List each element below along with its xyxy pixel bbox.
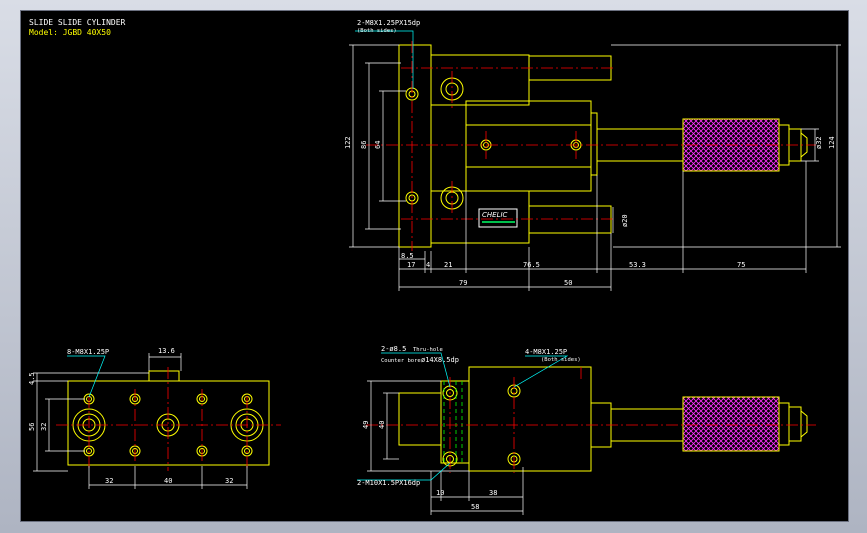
dim-58: 58 [471, 503, 479, 511]
top-guide-block-upper [430, 54, 530, 106]
end-center-lines [56, 367, 281, 471]
technical-drawing: CHELIC [28, 19, 841, 515]
dim-4: 4 [426, 261, 430, 269]
end-dimension-lines [33, 353, 248, 489]
cad-drawing-viewport[interactable]: SLIDE SLIDE CYLINDER Model: JGBD 40X50 [20, 10, 849, 522]
side-note-m8-sub: (Both sides) [541, 357, 581, 363]
dim-4-5: 4.5 [28, 372, 36, 385]
dim-32-left: 32 [105, 477, 113, 485]
brand-label: CHELIC [482, 211, 508, 219]
side-note-counter-bore: Counter bore [381, 358, 421, 364]
top-view [398, 44, 808, 248]
dim-dia-20: ø20 [621, 214, 629, 227]
side-end-plate [398, 392, 442, 446]
dim-76-5: 76.5 [523, 261, 540, 269]
dim-10: 10 [436, 489, 444, 497]
dim-40: 40 [164, 477, 172, 485]
dim-dia-32: ø32 [815, 136, 823, 149]
dim-50: 50 [564, 279, 572, 287]
side-note-thru-sub: Thru-hole [413, 347, 443, 353]
side-note-m8: 4-M8X1.25P [525, 348, 567, 356]
side-center-lines [366, 367, 816, 473]
dim-49: 49 [362, 421, 370, 429]
dim-75: 75 [737, 261, 745, 269]
end-note-thread: 8-M8X1.25P [67, 348, 109, 356]
end-body [67, 380, 270, 466]
dim-13-6: 13.6 [158, 347, 175, 355]
side-dimension-lines [357, 352, 569, 515]
dim-38: 38 [489, 489, 497, 497]
dim-53-3: 53.3 [629, 261, 646, 269]
dim-86: 86 [360, 141, 368, 149]
dim-17: 17 [407, 261, 415, 269]
dim-64: 64 [374, 141, 382, 149]
side-note-thru-hole: 2-ø8.5 [381, 345, 406, 353]
drawing-model: Model: JGBD 40X50 [29, 28, 111, 37]
dim-122: 122 [344, 136, 352, 149]
top-dimension-lines [349, 30, 841, 291]
dim-21: 21 [444, 261, 452, 269]
side-body [468, 366, 592, 472]
side-note-counter-dim: ø14X8.5dp [421, 356, 459, 364]
side-knurled-stopper [682, 396, 780, 452]
dim-79: 79 [459, 279, 467, 287]
top-center-lines [366, 41, 816, 251]
top-cylinder-body [465, 100, 592, 192]
top-note-thread-sub: (Both sides) [357, 28, 397, 34]
side-view [398, 366, 808, 472]
dim-32-right: 32 [225, 477, 233, 485]
dim-124: 124 [828, 136, 836, 149]
dim-8-5: 8.5 [401, 252, 414, 260]
top-back-plate [398, 44, 432, 248]
side-note-m10: 2-M10X1.5PX16dp [357, 479, 420, 487]
top-note-thread: 2-M8X1.25PX15dp [357, 19, 420, 27]
drawing-title: SLIDE SLIDE CYLINDER [29, 18, 126, 27]
dim-40-side: 40 [378, 421, 386, 429]
end-view [67, 370, 270, 466]
top-guide-rod-lower [528, 205, 612, 234]
dim-56: 56 [28, 423, 36, 431]
dim-32-vertical: 32 [40, 423, 48, 431]
